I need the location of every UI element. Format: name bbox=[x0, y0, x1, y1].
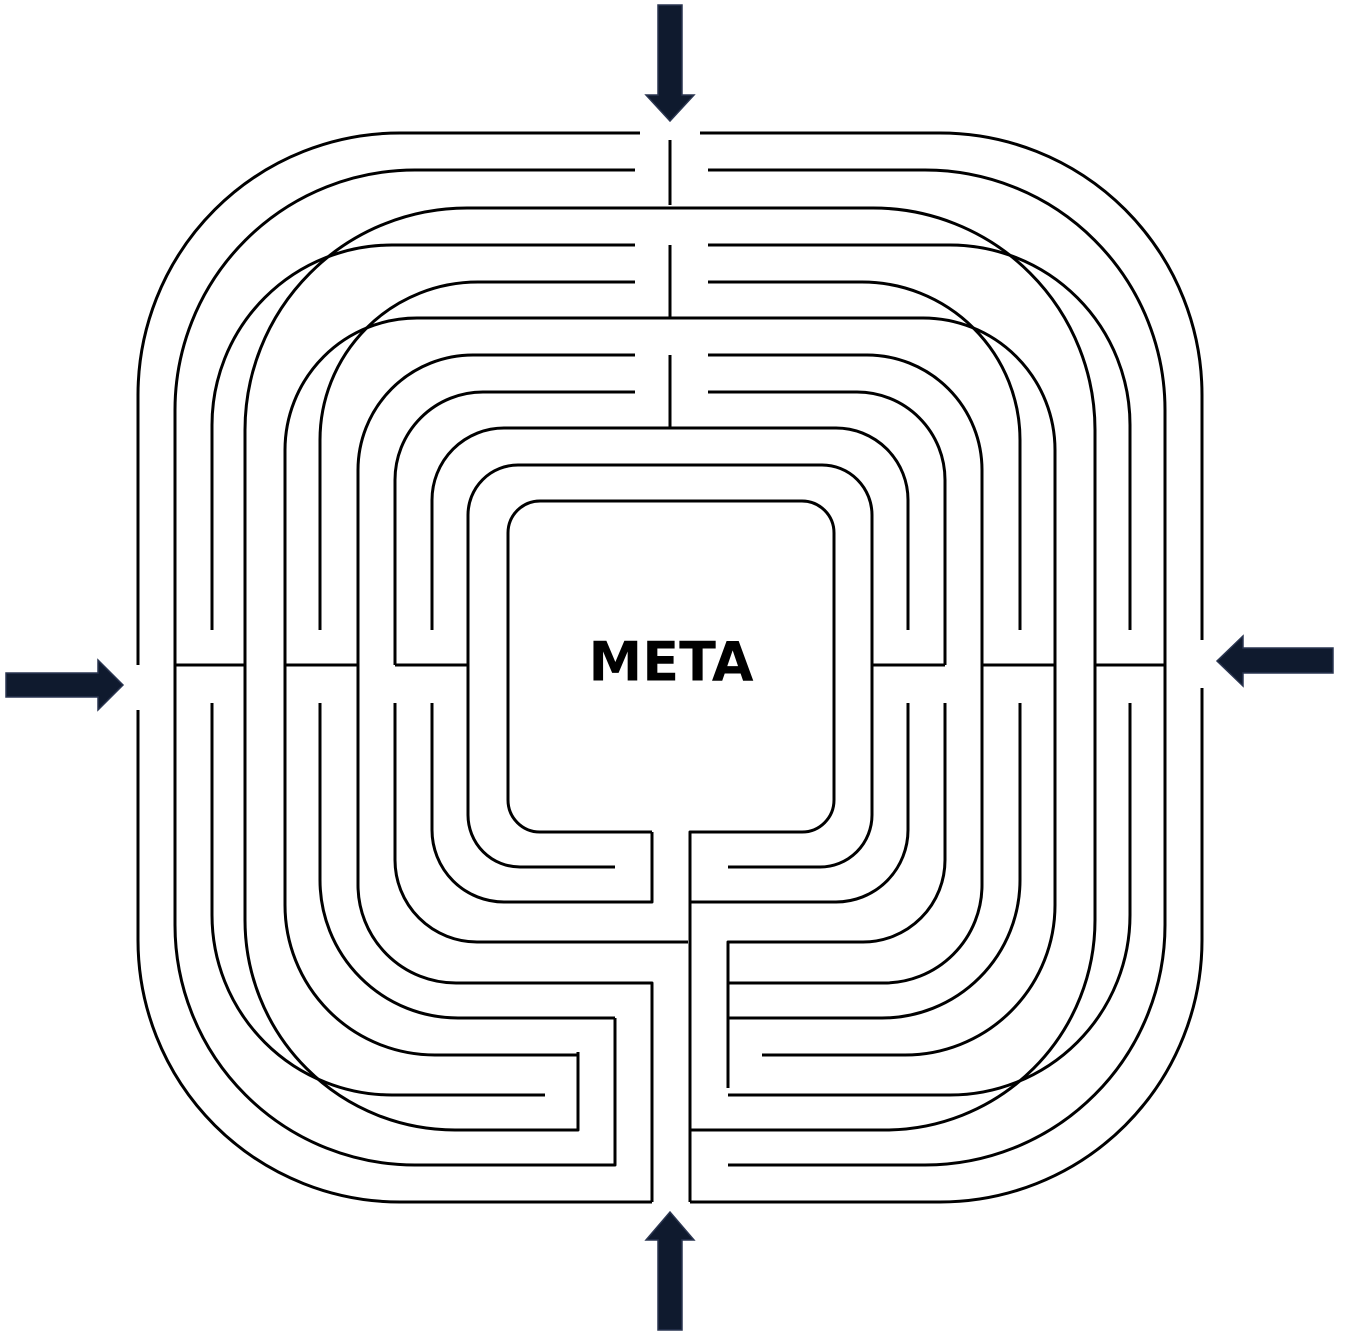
ring-3-bottom-right-inner bbox=[728, 703, 1130, 1095]
arrow-left-icon bbox=[1217, 636, 1333, 686]
arrow-right-icon bbox=[6, 660, 123, 710]
ring-7-bottom-left bbox=[468, 665, 615, 867]
ring-3-bottom-right bbox=[690, 665, 1095, 1202]
ring-7-bottom-right bbox=[728, 665, 872, 867]
goal-label: META bbox=[588, 631, 753, 694]
ring-3-right-stub bbox=[708, 245, 1130, 630]
ring-5-bottom-left bbox=[358, 665, 652, 1202]
arrow-up-icon bbox=[646, 1212, 694, 1330]
ring-3-bottom-left-inner bbox=[212, 703, 545, 1095]
ring-4-right-stub bbox=[708, 282, 1020, 630]
arrow-down-icon bbox=[646, 5, 694, 121]
ring-5-left-stub bbox=[358, 355, 635, 665]
ring-5-right-stub bbox=[708, 355, 982, 665]
ring-6-top bbox=[432, 428, 908, 630]
ring-4-left-stub bbox=[320, 282, 635, 630]
ring-5-bottom-right-2 bbox=[728, 983, 762, 1088]
ring-6-bottom-left bbox=[395, 703, 688, 942]
ring-6-bottom-right bbox=[728, 703, 945, 983]
ring-3-left-stub bbox=[212, 245, 635, 630]
ring-6-bottom-left-2 bbox=[432, 703, 652, 902]
ring-6-bottom-right-2 bbox=[690, 703, 908, 1130]
ring-4-bottom-right-2 bbox=[728, 703, 1020, 1018]
goal-box bbox=[508, 501, 834, 902]
ring-3-bottom-left bbox=[245, 665, 578, 1130]
